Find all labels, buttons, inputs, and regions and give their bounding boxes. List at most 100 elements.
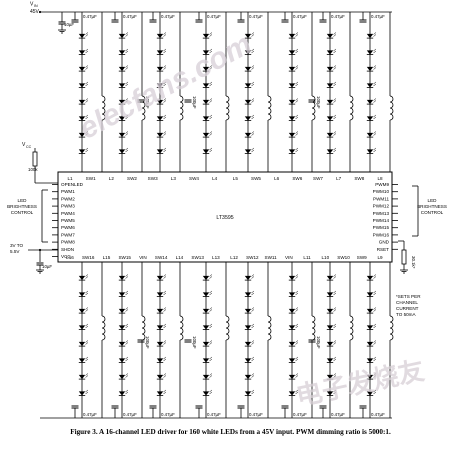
led-ray (373, 292, 377, 296)
led-ray (251, 358, 255, 362)
led-ray (163, 50, 167, 54)
output-cap-label: 0.47µF (123, 14, 137, 19)
led-bottom (244, 290, 255, 298)
left-control-label: LED (18, 198, 28, 203)
led-top (78, 48, 89, 55)
led-ray (373, 131, 377, 134)
led-ray (333, 131, 337, 134)
led-bottom (244, 389, 255, 397)
led-ray (251, 356, 255, 360)
left-control-label: BRIGHTNESS (7, 204, 37, 209)
led-ray (163, 309, 167, 312)
output-cap-label-bottom: 0.47µF (331, 412, 345, 417)
led-ray (373, 340, 377, 343)
led-ray (333, 325, 337, 329)
output-cap-label: 0.47µF (293, 14, 307, 19)
led-bottom (326, 307, 337, 314)
led-ray (125, 391, 129, 395)
led-top (156, 32, 167, 39)
led-top (288, 98, 299, 105)
led-ray (163, 342, 167, 345)
ic-right-pin: PWM15 (373, 225, 390, 230)
led-top (78, 81, 89, 88)
output-cap-label-bottom: 0.47µF (83, 412, 97, 417)
led-ray (295, 292, 299, 296)
led-ray (209, 98, 213, 101)
led-ray (163, 375, 167, 378)
led-ray (333, 356, 337, 360)
led-top (244, 147, 255, 155)
led-ray (373, 114, 377, 118)
led-ray (163, 307, 167, 310)
led-top (156, 48, 167, 55)
led-ray (85, 323, 89, 327)
led-ray (251, 389, 255, 393)
led-ray (125, 83, 129, 87)
output-cap-label: 0.47µF (249, 14, 263, 19)
ic-right-pin: RSET (377, 247, 389, 252)
led-ray (373, 307, 377, 310)
led-ray (295, 325, 299, 329)
led-ray (163, 147, 167, 151)
inductor-top (179, 95, 184, 121)
big-cap-label: 100µF (145, 96, 150, 109)
input-cap-label: 10µF (64, 22, 74, 27)
inductor-top (225, 95, 230, 121)
ic-top-pin: SW5 (251, 176, 261, 181)
led-top (366, 131, 377, 138)
led-ray (373, 342, 377, 345)
ic-top-pin: L8 (377, 176, 383, 181)
led-ray (85, 391, 89, 395)
led-ray (163, 100, 167, 103)
ic-left-pin: SHDN (61, 247, 74, 252)
led-bottom (156, 373, 167, 380)
led-ray (333, 83, 337, 87)
output-cap-label-bottom: 0.47µF (123, 412, 137, 417)
big-cap-label-bottom: 100µF (145, 336, 150, 349)
led-ray (209, 116, 213, 120)
led-bottom (202, 323, 213, 331)
led-ray (209, 276, 213, 279)
led-ray (125, 292, 129, 296)
led-ray (333, 323, 337, 327)
ic-bottom-pin: SW12 (246, 255, 259, 260)
ic-right-pin: PWM12 (373, 204, 390, 209)
led-ray (85, 276, 89, 279)
led-top (288, 81, 299, 88)
led-ray (373, 276, 377, 279)
vcc-cap-label: 10µF (42, 264, 52, 269)
vcc-label: V (22, 142, 26, 148)
led-top (326, 131, 337, 138)
led-ray (295, 323, 299, 327)
led-ray (251, 342, 255, 345)
ic-top-pin: SW7 (313, 176, 323, 181)
led-ray (125, 356, 129, 360)
led-ray (251, 67, 255, 70)
watermark-elecfans: elecfans.com (74, 27, 257, 145)
led-top (118, 65, 129, 72)
led-ray (163, 114, 167, 118)
inductor-coil (179, 95, 184, 121)
led-bottom (202, 356, 213, 364)
led-ray (163, 67, 167, 70)
led-ray (333, 375, 337, 378)
led-ray (163, 391, 167, 395)
led-top (78, 32, 89, 39)
led-ray (125, 81, 129, 85)
led-top (202, 147, 213, 155)
led-ray (251, 83, 255, 87)
led-ray (295, 373, 299, 376)
ic-right-pin: GND (379, 240, 390, 245)
led-ray (209, 34, 213, 37)
led-bottom (288, 274, 299, 281)
led-top (326, 81, 337, 88)
output-cap-label-bottom: 0.47µF (207, 412, 221, 417)
ic-bottom-pin: SW14 (155, 255, 168, 260)
led-bottom (202, 373, 213, 380)
led-ray (163, 34, 167, 37)
led-ray (125, 133, 129, 136)
led-ray (125, 65, 129, 68)
led-top (156, 147, 167, 155)
ic-bottom-pin: L14 (176, 255, 184, 260)
